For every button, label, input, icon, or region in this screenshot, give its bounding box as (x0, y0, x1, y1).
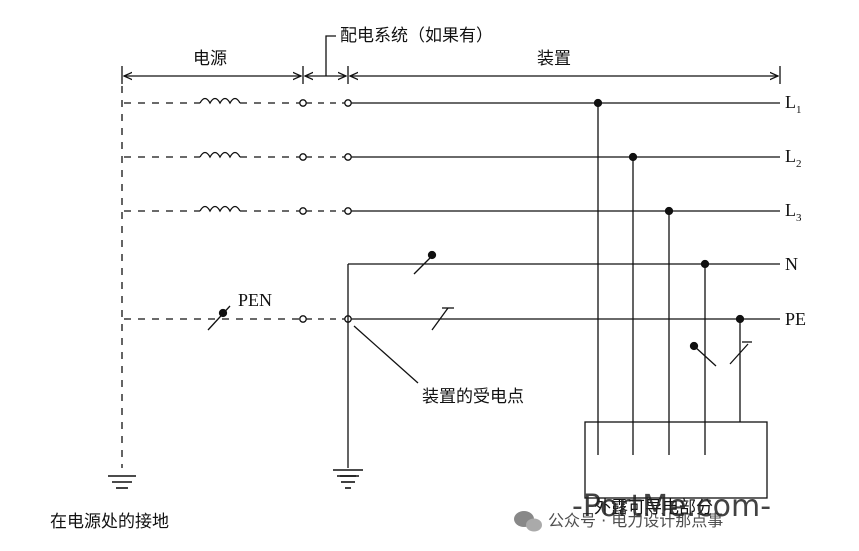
equipment-drops (593, 98, 752, 455)
service-point-leader (353, 325, 419, 384)
watermark: 公众号 · 电力设计那点事 -PortMe.com- (514, 489, 771, 532)
label-exposed-part: 外露可导电部分 (594, 498, 713, 518)
label-source-earthing: 在电源处的接地 (50, 512, 169, 532)
watermark-account: 公众号 · 电力设计那点事 (548, 511, 723, 530)
source-coil-l1 (199, 97, 241, 105)
label-l3: L3 (785, 200, 802, 224)
conductor-l3 (124, 205, 780, 215)
label-n: N (785, 254, 798, 274)
label-l1: L1 (785, 92, 802, 116)
pen-marker (207, 305, 231, 331)
source-coil-l2 (199, 151, 241, 159)
label-pen: PEN (238, 290, 272, 310)
conductor-l1 (124, 97, 780, 107)
n-marker (413, 255, 433, 275)
label-l2: L2 (785, 146, 802, 170)
conductor-n (348, 250, 780, 275)
pe-marker (431, 307, 449, 331)
conductor-pen-pe (124, 305, 780, 331)
label-pe: PE (785, 309, 806, 329)
installation-earth (333, 264, 363, 489)
label-service-point: 装置的受电点 (422, 387, 524, 407)
dimension-lines (121, 35, 781, 84)
wechat-icon (514, 511, 542, 532)
watermark-brand: -PortMe.com- (572, 489, 771, 524)
source-coil-l3 (199, 205, 241, 213)
label-power-source: 电源 (193, 49, 227, 69)
label-distribution: 配电系统（如果有） (340, 26, 493, 46)
label-installation: 装置 (537, 49, 571, 69)
conductor-l2 (124, 151, 780, 161)
exposed-conductive-part-box (584, 421, 768, 499)
source-earth-symbol (108, 475, 136, 489)
